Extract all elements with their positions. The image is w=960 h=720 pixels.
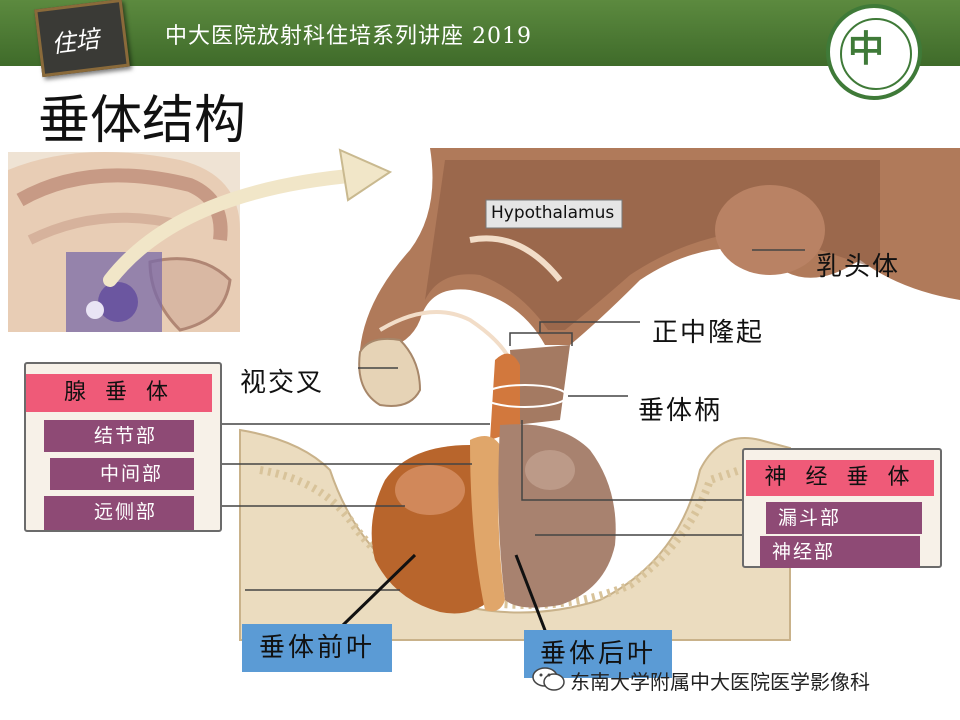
zoom-arrow	[103, 168, 367, 287]
watermark-text: 东南大学附属中大医院医学影像科	[570, 670, 870, 694]
median-eminence-label: 正中隆起	[652, 318, 765, 348]
zoom-arrowhead	[338, 148, 393, 202]
leader-lines	[190, 249, 805, 591]
posterior-highlight	[525, 450, 575, 490]
anterior-lobe-label: 垂体前叶	[242, 624, 392, 672]
hypothalamus-label: Hypothalamus	[491, 203, 615, 223]
optic-chiasm-label-bg	[232, 354, 338, 402]
hospital-seal-icon: 中	[826, 4, 922, 100]
brain-inset	[8, 152, 240, 332]
pars-intermedia	[470, 436, 505, 612]
pars-tuberalis-label: 结节部	[44, 420, 194, 452]
logo-inner-ring	[840, 18, 912, 90]
infundibulum-label: 漏斗部	[766, 502, 922, 534]
hypothalamus-label-bg	[485, 199, 623, 229]
pars-distalis-label: 远侧部	[44, 496, 194, 530]
pars-tuberalis	[490, 353, 520, 440]
pars-intermedia-label: 中间部	[50, 458, 194, 490]
pituitary-stalk-label: 垂体柄	[638, 396, 723, 426]
logo-glyph: 中	[848, 29, 885, 70]
pars-nervosa-label: 神经部	[760, 536, 920, 568]
sella-bone	[239, 428, 791, 641]
neurohypophysis-title: 神 经 垂 体	[746, 460, 934, 496]
leader-median-eminence	[509, 321, 640, 346]
leader-infundibulum	[521, 420, 760, 501]
leader-posterior	[514, 554, 550, 639]
header-bar: 住培 中大医院放射科住培系列讲座 2019	[0, 0, 960, 78]
mammillary-body-label: 乳头体	[816, 252, 901, 282]
stalk-ring	[482, 384, 568, 408]
adenohypophysis-title: 腺 垂 体	[26, 374, 212, 412]
header-title: 中大医院放射科住培系列讲座 2019	[165, 24, 532, 49]
anterior-highlight	[395, 465, 465, 515]
optic-chiasm-label: 视交叉	[240, 368, 325, 398]
page-title: 垂体结构	[38, 91, 247, 151]
wechat-icon	[532, 667, 565, 691]
leader-anterior	[340, 553, 417, 628]
